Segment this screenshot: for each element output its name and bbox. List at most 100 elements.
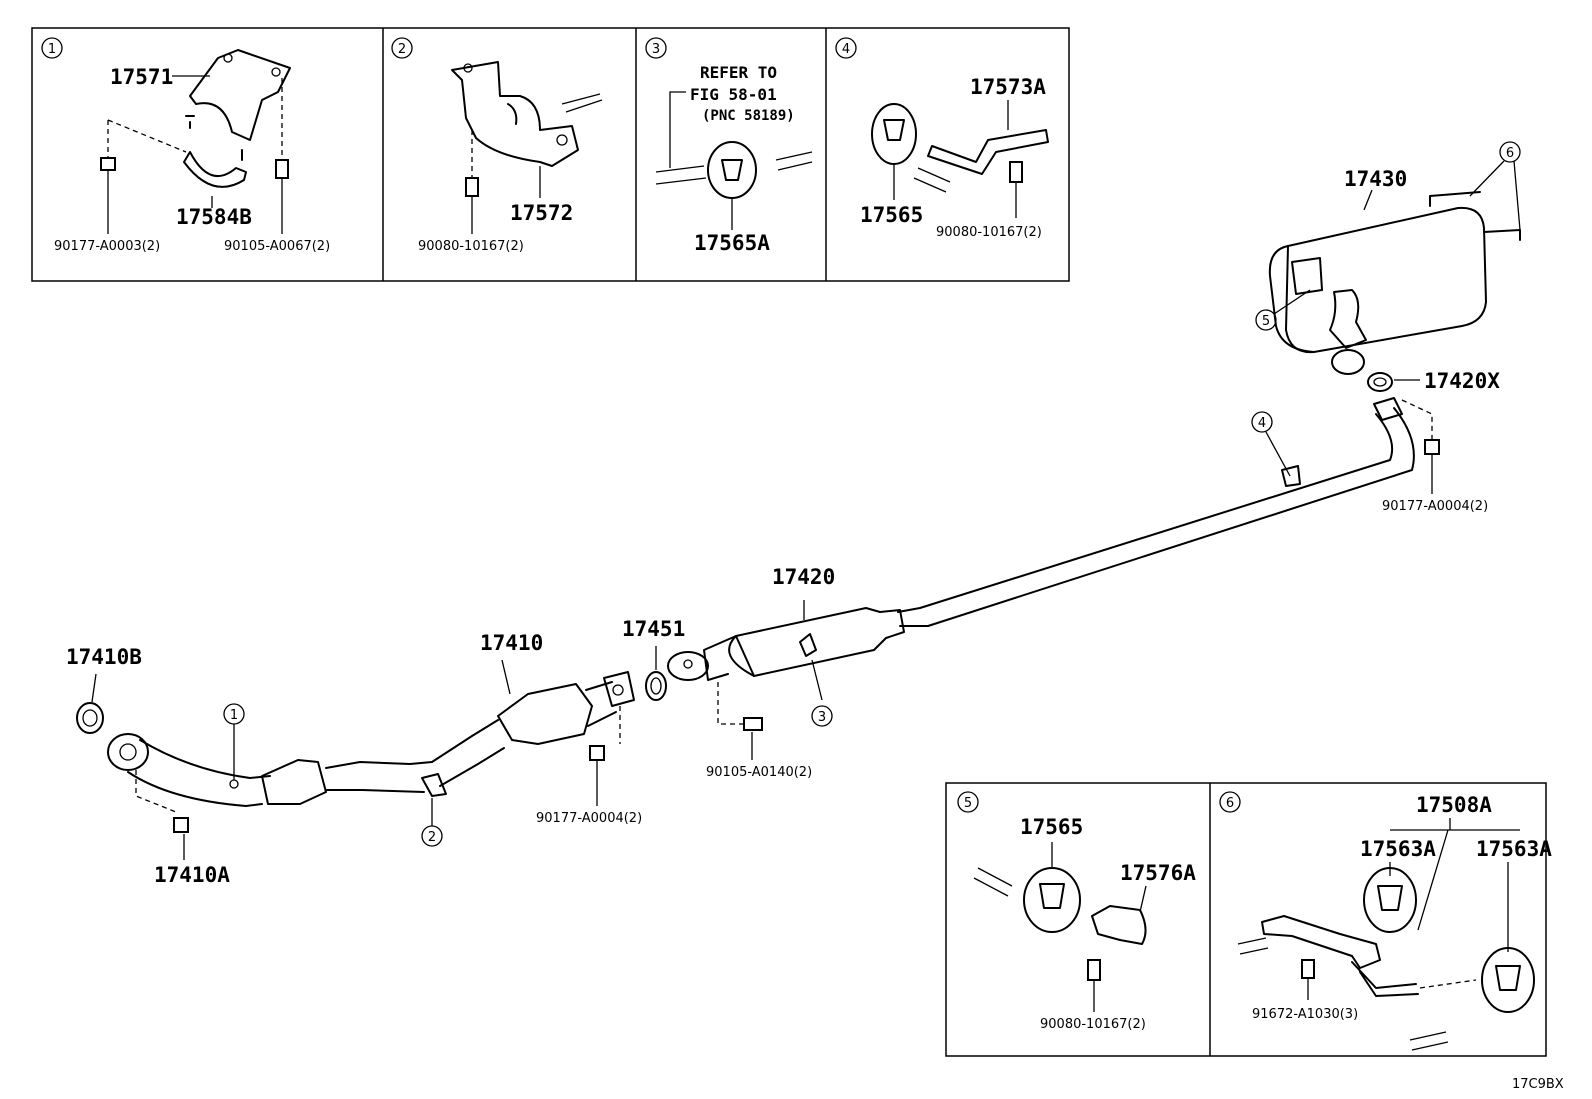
callout-number: 5	[1262, 314, 1270, 329]
pipe-stub	[561, 93, 603, 113]
front-converter-2	[497, 683, 593, 745]
bolt-90080	[465, 177, 479, 197]
gasket-17410B	[76, 702, 104, 734]
callout-number: 2	[428, 830, 436, 845]
hanger-cutout	[1377, 885, 1403, 911]
bracket-17572	[451, 61, 579, 167]
center-pipe-group: 90177-A0004(2) 4 17420 3 90105-A0140(2)	[667, 397, 1488, 780]
front-pipe-group: 17410 1 2 90177-A0004(2)	[107, 631, 642, 847]
bracket-17576A	[1091, 905, 1147, 945]
part-label: 17420X	[1424, 369, 1500, 393]
part-label: 17584B	[176, 205, 252, 229]
sensor-boss	[229, 779, 239, 789]
part-label: 17572	[510, 201, 573, 225]
detail-panel-6: 6 17508A 17563A 17563A 91672-A1030(3)	[1219, 791, 1552, 1051]
panel-number-badge	[645, 37, 667, 59]
callout-badge	[223, 703, 245, 725]
front-gasket-group: 17410B 17410A	[66, 645, 230, 887]
part-number: 90177-A0003(2)	[54, 239, 160, 254]
bolt-90080	[1009, 161, 1023, 183]
panel-number-badge	[835, 37, 857, 59]
gasket-hole	[82, 709, 98, 727]
bracket-detail	[507, 103, 518, 125]
leader-line	[91, 673, 97, 703]
stud	[185, 115, 195, 129]
hanger-cutout	[1039, 883, 1065, 909]
detail-panel-2: 2 90080-10167(2) 17572	[391, 37, 603, 254]
bottom-panel-group	[945, 782, 1547, 1057]
reference-note: FIG 58-01	[690, 85, 777, 104]
reference-note: (PNC 58189)	[702, 108, 795, 124]
hanger-17565A	[707, 141, 757, 199]
gasket-hole	[1373, 377, 1387, 387]
muffler-17430	[1285, 206, 1487, 354]
leader-line	[1273, 289, 1311, 315]
diagram-code: 17C9BX	[1512, 1077, 1564, 1092]
gasket-hole	[650, 677, 662, 695]
panel-number: 3	[652, 42, 660, 57]
muffler-bracket	[1291, 257, 1323, 295]
flange-hole	[119, 743, 137, 761]
part-number: 90105-A0067(2)	[224, 239, 330, 254]
bolt-91672	[1301, 959, 1315, 979]
front-pipe-rear-flange	[603, 671, 635, 707]
pipe-stub	[1237, 937, 1269, 955]
tail-pipe-lower	[897, 413, 1394, 613]
callout-badge	[421, 825, 443, 847]
part-label: 17565	[860, 203, 923, 227]
bracket-17571	[189, 49, 291, 141]
dashed-guide	[717, 682, 744, 725]
detail-panel-3: 3 REFER TO FIG 58-01 (PNC 58189) 17565A	[645, 37, 813, 255]
muffler-hanger-rods	[1429, 191, 1521, 241]
flange-hole	[683, 659, 693, 669]
leader-line	[1363, 189, 1373, 211]
clamp-17584B	[183, 151, 247, 188]
panel-number: 1	[48, 42, 56, 57]
part-label: 17571	[110, 65, 173, 89]
resonator-hanger	[799, 633, 817, 657]
part-label: 17563A	[1360, 837, 1436, 861]
detail-panel-4: 4 17573A 17565 90080-10167(2)	[835, 37, 1049, 240]
part-number: 90105-A0140(2)	[706, 765, 812, 780]
nut-90177	[589, 745, 605, 761]
bottom-panel-frame	[945, 782, 1547, 1057]
top-panel-group	[31, 27, 1070, 282]
bolt-90105	[743, 717, 763, 731]
bolt-90080	[1087, 959, 1101, 981]
reference-note: REFER TO	[700, 63, 777, 82]
callout-number: 3	[818, 710, 826, 725]
part-label: 17565A	[694, 231, 770, 255]
part-label: 17451	[622, 617, 685, 641]
front-pipe-flange	[107, 733, 149, 771]
resonator-inlet	[703, 635, 737, 681]
detail-panel-1: 1 17571 17584B 90177-A0003(2) 90105-A006…	[41, 37, 330, 254]
gasket-17420X	[1367, 372, 1393, 392]
pipe-hanger-bracket	[1281, 465, 1301, 487]
hanger-cutout	[721, 159, 743, 181]
dashed-guide	[135, 770, 177, 813]
gasket-17451	[645, 671, 667, 701]
part-label: 17410A	[154, 863, 230, 887]
callout-badge	[1255, 309, 1277, 331]
converter-outlet	[585, 681, 617, 727]
panel-number-badge	[1219, 791, 1241, 813]
gasket-mid-group: 17451	[622, 617, 685, 701]
nut-90177	[1424, 439, 1440, 455]
panel-number: 5	[964, 796, 972, 811]
hanger-17565	[871, 103, 917, 165]
panel-number: 4	[842, 42, 850, 57]
front-converter-1	[261, 759, 327, 805]
muffler-flange	[1331, 349, 1365, 375]
leader-line	[1469, 160, 1521, 231]
part-label: 17573A	[970, 75, 1046, 99]
part-label: 17563A	[1476, 837, 1552, 861]
pipe-stub	[775, 151, 813, 171]
muffler-inlet	[1329, 289, 1367, 349]
leader-line	[1139, 885, 1147, 913]
callout-number: 1	[230, 708, 238, 723]
part-label: 17410B	[66, 645, 142, 669]
hanger-17565	[1023, 867, 1081, 933]
leader-line	[1390, 818, 1520, 931]
